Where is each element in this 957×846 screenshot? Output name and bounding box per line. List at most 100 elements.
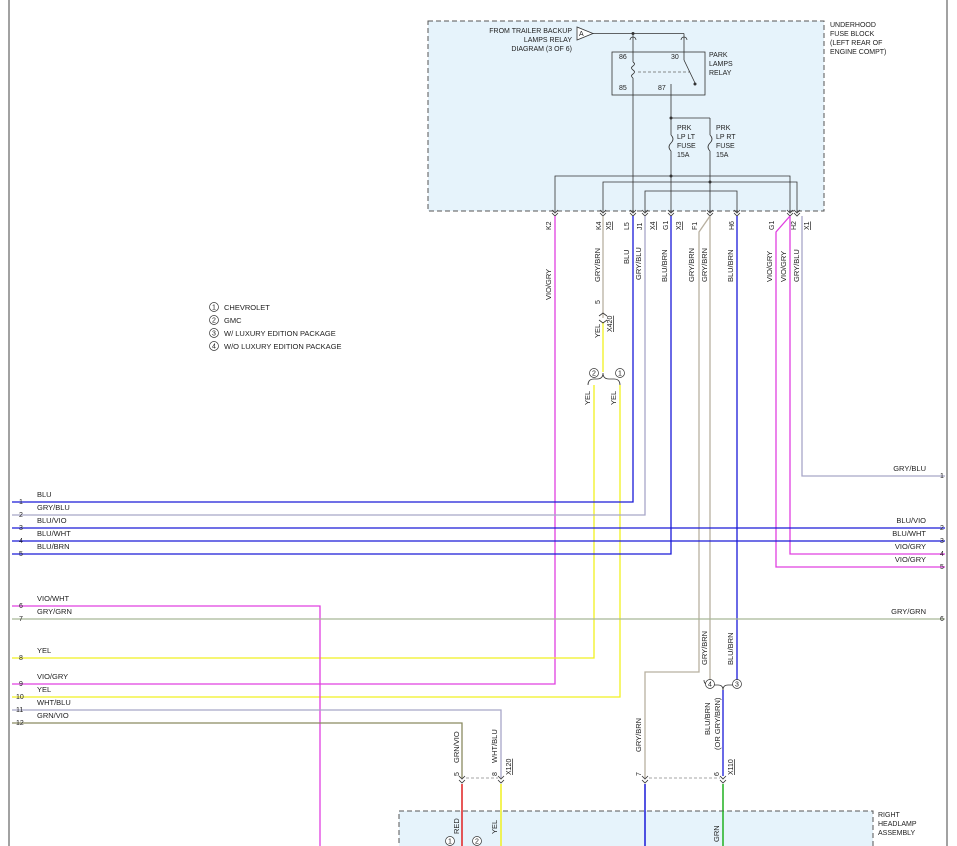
left-num-9: 9: [19, 681, 23, 688]
left-label-6: VIO/WHT: [37, 594, 69, 603]
pin-g1b: G1: [769, 221, 776, 230]
left-label-7: GRY/GRN: [37, 607, 72, 616]
pin-x3: X3: [676, 221, 683, 230]
fuse-block-title-2: FUSE BLOCK: [830, 31, 875, 38]
right-label-1: GRY/BLU: [893, 464, 926, 473]
fuse-rt-3: FUSE: [716, 143, 735, 150]
headlamp-title-2: HEADLAMP: [878, 821, 917, 828]
headlamp-yel: YEL: [490, 820, 499, 834]
left-label-8: YEL: [37, 646, 51, 655]
fuse-lt-1: PRK: [677, 125, 692, 132]
fuse-lt-4: 15A: [677, 152, 690, 159]
legend-num-4: 4: [212, 344, 216, 351]
x420-wire: YEL: [593, 324, 602, 338]
right-num-5: 5: [940, 564, 944, 571]
opt-circle-4: 4: [708, 682, 712, 689]
left-wire-labels: 1 BLU 2 GRY/BLU 3 BLU/VIO 4 BLU/WHT 5 BL…: [16, 490, 72, 727]
headlamp-title-1: RIGHT: [878, 812, 901, 819]
left-num-6: 6: [19, 603, 23, 610]
fuse-lt-icon: [668, 134, 674, 152]
vlabel-k2: VIO/GRY: [544, 269, 553, 300]
pin-j1: J1: [637, 223, 644, 231]
fuse-rt-4: 15A: [716, 152, 729, 159]
relay-pin-87: 87: [658, 85, 666, 92]
legend-text-3: W/ LUXURY EDITION PACKAGE: [224, 329, 336, 338]
vlabel-h6: BLU/BRN: [726, 249, 735, 282]
x420-pin: 5: [595, 300, 602, 304]
left-num-1: 1: [19, 499, 23, 506]
fuse-block-title-4: ENGINE COMPT): [830, 49, 886, 56]
vlabel-j1: GRY/BLU: [634, 247, 643, 280]
vlabel-f1a: GRY/BRN: [687, 248, 696, 282]
headlamp-red: RED: [452, 818, 461, 834]
left-num-5: 5: [19, 551, 23, 558]
left-label-2: GRY/BLU: [37, 503, 70, 512]
right-headlamp-assembly: RIGHT HEADLAMP ASSEMBLY RED YEL GRN 1 2: [398, 810, 917, 846]
pin-k2: K2: [546, 221, 553, 230]
vlabel-l5: BLU: [622, 249, 631, 264]
mid-grybrn: GRY/BRN: [700, 631, 709, 665]
headlamp-grn: GRN: [712, 825, 721, 842]
fuse-lt-3: FUSE: [677, 143, 696, 150]
vertical-wires: [12, 215, 945, 778]
opt-circle-3: 3: [735, 682, 739, 689]
headlamp-circle-1: 1: [448, 839, 452, 846]
left-label-4: BLU/WHT: [37, 529, 71, 538]
relay-pin-30: 30: [671, 54, 679, 61]
branch-circle-1: 1: [618, 371, 622, 378]
relay-from-2: LAMPS RELAY: [524, 37, 572, 44]
park-lamps-relay: FROM TRAILER BACKUP LAMPS RELAY DIAGRAM …: [489, 26, 733, 212]
underhood-fuse-block: UNDERHOOD FUSE BLOCK (LEFT REAR OF ENGIN…: [427, 20, 886, 212]
yel-branch: 2 1 YEL YEL: [583, 368, 625, 405]
mid-blubrn: BLU/BRN: [726, 632, 735, 665]
legend-text-1: CHEVROLET: [224, 303, 270, 312]
fuse-block-title-3: (LEFT REAR OF: [830, 40, 882, 47]
left-num-3: 3: [19, 525, 23, 532]
left-num-2: 2: [19, 512, 23, 519]
vertical-wire-labels: VIO/GRY GRY/BRN BLU GRY/BLU BLU/BRN GRY/…: [544, 247, 801, 300]
left-label-9: VIO/GRY: [37, 672, 68, 681]
x120-pin8: 8: [492, 772, 499, 776]
left-label-3: BLU/VIO: [37, 516, 67, 525]
relay-pin-85: 85: [619, 85, 627, 92]
right-num-3: 3: [940, 538, 944, 545]
branch-yel-a: YEL: [583, 391, 592, 405]
fuse-rt-2: LP RT: [716, 134, 736, 141]
branch-yel-b: YEL: [609, 391, 618, 405]
x110-name: X110: [728, 759, 735, 775]
fuse-lt-2: LP LT: [677, 134, 696, 141]
pin-l5: L5: [624, 222, 631, 230]
opt-note: (OR GRY/BRN): [713, 697, 722, 750]
relay-arrow-letter: A: [579, 31, 584, 38]
relay-pin-86: 86: [619, 54, 627, 61]
fuse-rt-1: PRK: [716, 125, 731, 132]
vlabel-h2a: VIO/GRY: [779, 251, 788, 282]
right-label-2: BLU/VIO: [896, 516, 926, 525]
x420-connector: 5 X420 YEL: [593, 300, 614, 338]
legend-num-1: 1: [212, 305, 216, 312]
relay-name-1: PARK: [709, 52, 728, 59]
legend-num-3: 3: [212, 331, 216, 338]
legend-text-2: GMC: [224, 316, 242, 325]
pin-x1: X1: [804, 221, 811, 230]
horizontal-wires: [12, 527, 945, 846]
relay-name-3: RELAY: [709, 70, 732, 77]
pin-x5: X5: [606, 221, 613, 230]
legend-num-2: 2: [212, 318, 216, 325]
x120-wire8: WHT/BLU: [490, 729, 499, 763]
left-num-12: 12: [16, 720, 24, 727]
headlamp-title-3: ASSEMBLY: [878, 830, 916, 837]
x120-wire5: GRN/VIO: [452, 731, 461, 763]
left-label-10: YEL: [37, 685, 51, 694]
x420-name: X420: [607, 316, 614, 332]
relay-name-2: LAMPS: [709, 61, 733, 68]
fuses: PRK LP LT FUSE 15A PRK LP RT FUSE 15A: [554, 118, 798, 212]
headlamp-circle-2: 2: [475, 839, 479, 846]
left-num-10: 10: [16, 694, 24, 701]
right-num-2: 2: [940, 525, 944, 532]
vlabel-g1a: BLU/BRN: [660, 249, 669, 282]
x110-wire7: GRY/BRN: [634, 718, 643, 752]
legend: 1 CHEVROLET 2 GMC 3 W/ LUXURY EDITION PA…: [209, 302, 342, 351]
pin-g1a: G1: [663, 221, 670, 230]
